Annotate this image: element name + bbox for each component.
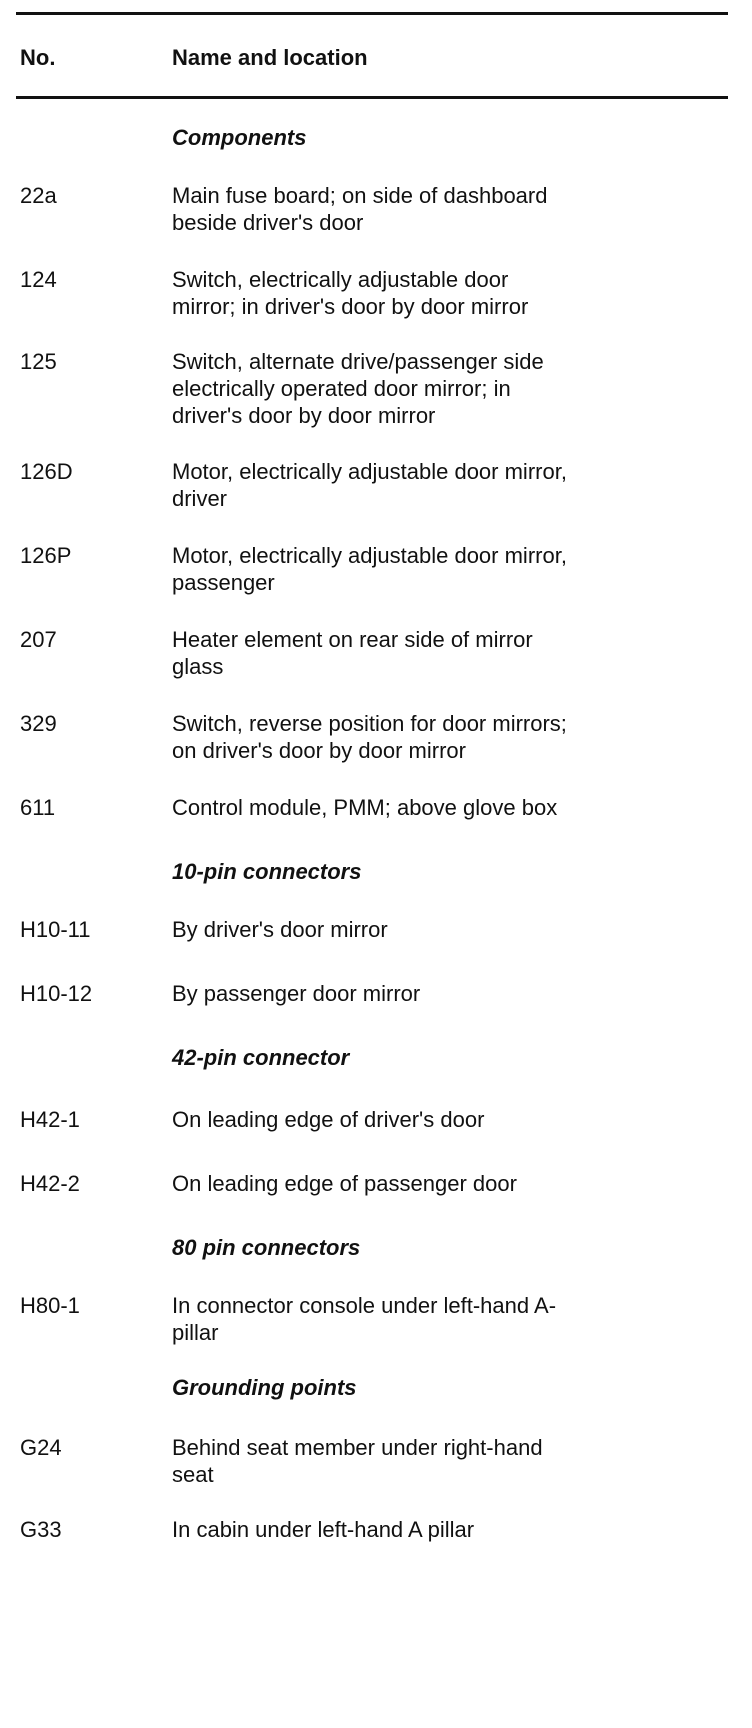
- row-name-line: By driver's door mirror: [172, 917, 388, 942]
- row-no: 22a: [20, 183, 57, 208]
- row-name-line: On leading edge of driver's door: [172, 1107, 485, 1132]
- row-no: H80-1: [20, 1293, 80, 1318]
- row-no: H42-2: [20, 1171, 80, 1196]
- row-name-line: Main fuse board; on side of dashboard: [172, 183, 548, 208]
- row-name-line: driver: [172, 486, 228, 511]
- section-title: Grounding points: [172, 1375, 357, 1400]
- row-no: 611: [20, 795, 56, 820]
- row-name: In connector console under left-hand A- …: [172, 1292, 712, 1346]
- row-no: 126P: [20, 543, 72, 568]
- row-name-line: Switch, reverse position for door mirror…: [172, 711, 567, 736]
- row-no: 329: [20, 711, 57, 736]
- row-no: H10-12: [20, 981, 93, 1006]
- row-name-line: glass: [172, 654, 224, 679]
- row-name: On leading edge of driver's door: [172, 1106, 712, 1133]
- row-name-line: In connector console under left-hand A-: [172, 1293, 557, 1318]
- row-name: On leading edge of passenger door: [172, 1170, 712, 1197]
- row-name-line: seat: [172, 1462, 214, 1487]
- header-no: No.: [20, 45, 56, 70]
- row-name-line: Switch, electrically adjustable door: [172, 267, 509, 292]
- table-header-rule: [16, 96, 728, 99]
- row-no: 207: [20, 627, 57, 652]
- row-name-line: on driver's door by door mirror: [172, 738, 466, 763]
- section-title: 42-pin connector: [172, 1045, 350, 1070]
- row-name-line: By passenger door mirror: [172, 981, 421, 1006]
- row-name: Switch, alternate drive/passenger side e…: [172, 348, 712, 429]
- row-no: G24: [20, 1435, 62, 1460]
- row-name: Motor, electrically adjustable door mirr…: [172, 458, 712, 512]
- row-name-line: electrically operated door mirror; in: [172, 376, 511, 401]
- row-name-line: passenger: [172, 570, 275, 595]
- row-name: In cabin under left-hand A pillar: [172, 1516, 712, 1543]
- row-name-line: Control module, PMM; above glove box: [172, 795, 558, 820]
- row-name: Behind seat member under right-hand seat: [172, 1434, 712, 1488]
- table-top-rule: [16, 12, 728, 15]
- row-name-line: driver's door by door mirror: [172, 403, 436, 428]
- row-name-line: Behind seat member under right-hand: [172, 1435, 543, 1460]
- row-name: Control module, PMM; above glove box: [172, 794, 712, 821]
- section-title: 10-pin connectors: [172, 859, 362, 884]
- row-name: By driver's door mirror: [172, 916, 712, 943]
- row-name-line: Motor, electrically adjustable door mirr…: [172, 543, 567, 568]
- row-no: 126D: [20, 459, 73, 484]
- row-name: By passenger door mirror: [172, 980, 712, 1007]
- row-name-line: On leading edge of passenger door: [172, 1171, 517, 1196]
- row-name-line: beside driver's door: [172, 210, 364, 235]
- row-name: Switch, reverse position for door mirror…: [172, 710, 712, 764]
- row-name-line: mirror; in driver's door by door mirror: [172, 294, 529, 319]
- row-name-line: pillar: [172, 1320, 219, 1345]
- row-name: Switch, electrically adjustable door mir…: [172, 266, 712, 320]
- row-name-line: Switch, alternate drive/passenger side: [172, 349, 544, 374]
- row-name-line: Motor, electrically adjustable door mirr…: [172, 459, 567, 484]
- row-name: Heater element on rear side of mirror gl…: [172, 626, 712, 680]
- row-no: G33: [20, 1517, 62, 1542]
- row-name-line: Heater element on rear side of mirror: [172, 627, 533, 652]
- row-no: 124: [20, 267, 57, 292]
- header-name: Name and location: [172, 45, 368, 70]
- section-title: 80 pin connectors: [172, 1235, 361, 1260]
- row-no: 125: [20, 349, 57, 374]
- row-name: Main fuse board; on side of dashboard be…: [172, 182, 712, 236]
- row-name-line: In cabin under left-hand A pillar: [172, 1517, 475, 1542]
- section-title: Components: [172, 125, 307, 150]
- row-no: H10-11: [20, 917, 91, 942]
- row-no: H42-1: [20, 1107, 80, 1132]
- row-name: Motor, electrically adjustable door mirr…: [172, 542, 712, 596]
